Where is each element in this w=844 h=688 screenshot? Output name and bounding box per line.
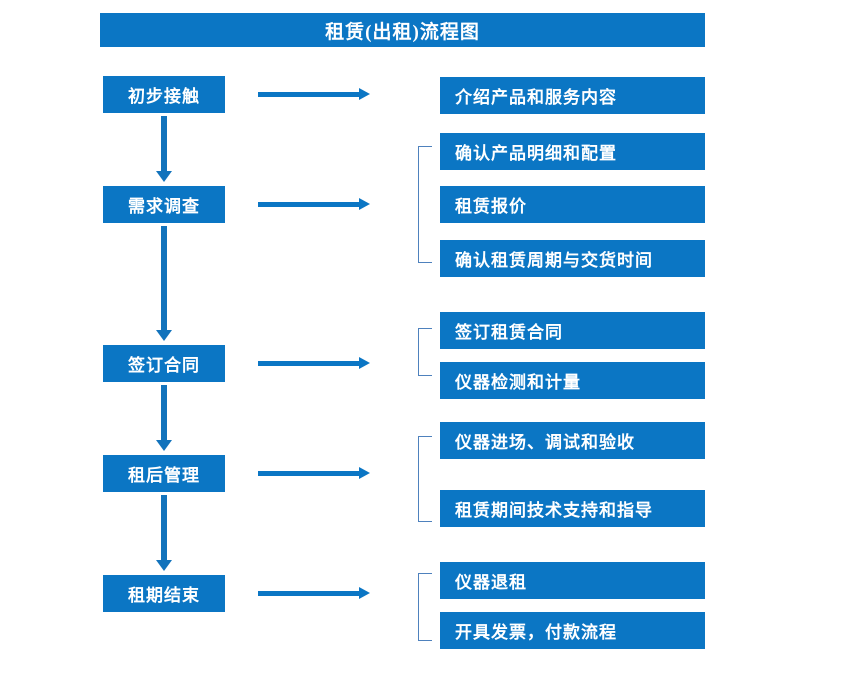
detail-box-确认产品明细和配置[interactable]: 确认产品明细和配置 <box>440 133 705 170</box>
horizontal-arrow-4 <box>258 465 370 483</box>
group-bracket-management <box>418 436 432 522</box>
stage-box-租期结束[interactable]: 租期结束 <box>103 575 225 612</box>
detail-box-签订租赁合同[interactable]: 签订租赁合同 <box>440 312 705 349</box>
detail-box-仪器进场调试和验收[interactable]: 仪器进场、调试和验收 <box>440 422 705 459</box>
vertical-arrow-3 <box>155 385 173 451</box>
group-bracket-end <box>418 573 432 641</box>
detail-box-介绍产品和服务内容[interactable]: 介绍产品和服务内容 <box>440 77 705 114</box>
stage-box-签订合同[interactable]: 签订合同 <box>103 345 225 382</box>
stage-box-租后管理[interactable]: 租后管理 <box>103 455 225 492</box>
detail-box-仪器检测和计量[interactable]: 仪器检测和计量 <box>440 362 705 399</box>
horizontal-arrow-2 <box>258 196 370 214</box>
detail-box-开具发票付款流程[interactable]: 开具发票，付款流程 <box>440 612 705 649</box>
horizontal-arrow-3 <box>258 355 370 373</box>
vertical-arrow-1 <box>155 116 173 182</box>
stage-box-初步接触[interactable]: 初步接触 <box>103 76 225 113</box>
diagram-title: 租赁(出租)流程图 <box>100 13 705 47</box>
stage-box-需求调查[interactable]: 需求调查 <box>103 186 225 223</box>
group-bracket-contract <box>418 328 432 376</box>
detail-box-仪器退租[interactable]: 仪器退租 <box>440 562 705 599</box>
horizontal-arrow-5 <box>258 585 370 603</box>
detail-box-确认租赁周期与交货时间[interactable]: 确认租赁周期与交货时间 <box>440 240 705 277</box>
vertical-arrow-2 <box>155 226 173 341</box>
group-bracket-demand <box>418 146 432 263</box>
horizontal-arrow-1 <box>258 86 370 104</box>
detail-box-租赁报价[interactable]: 租赁报价 <box>440 186 705 223</box>
vertical-arrow-4 <box>155 495 173 571</box>
detail-box-租赁期间技术支持和指导[interactable]: 租赁期间技术支持和指导 <box>440 490 705 527</box>
